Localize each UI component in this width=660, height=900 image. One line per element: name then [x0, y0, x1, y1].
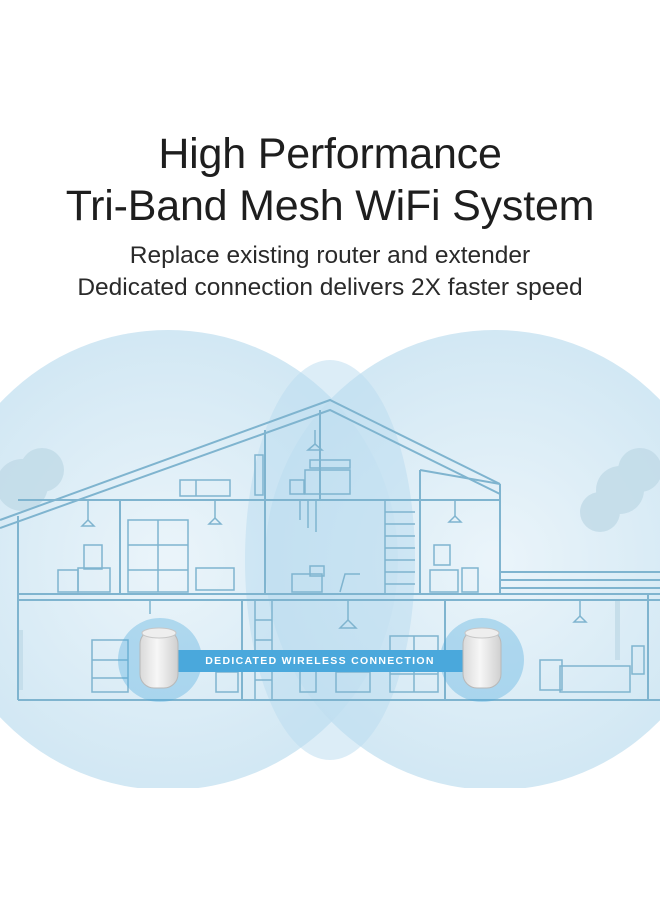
headline: High Performance Tri-Band Mesh WiFi Syst… — [0, 128, 660, 232]
headline-line-1: High Performance — [158, 130, 502, 178]
headline-line-2: Tri-Band Mesh WiFi System — [65, 182, 595, 230]
router-left — [118, 618, 202, 702]
mesh-house-illustration — [0, 330, 660, 788]
satellite-right — [440, 618, 524, 702]
subheadline-line-2: Dedicated connection delivers 2X faster … — [77, 274, 583, 301]
subheadline-line-1: Replace existing router and extender — [129, 242, 531, 269]
house-outline — [0, 398, 660, 701]
furniture-lines — [57, 430, 645, 700]
subheadline: Replace existing router and extender Ded… — [0, 240, 660, 304]
background-trees — [0, 448, 660, 690]
connection-band — [150, 650, 480, 672]
connection-label: DEDICATED WIRELESS CONNECTION — [205, 655, 435, 667]
